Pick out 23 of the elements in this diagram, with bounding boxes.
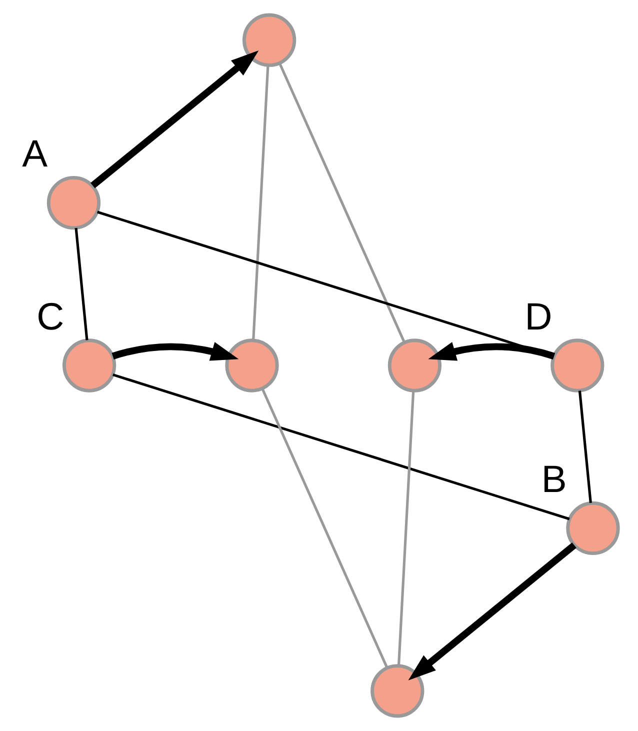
node-circle [550,338,604,392]
node-circle [370,664,424,718]
node-label: D [524,296,552,338]
connector [578,390,592,503]
node-circle [46,176,100,230]
connector [278,62,406,343]
arrow [111,342,238,361]
connector [74,228,88,340]
node-label: A [22,134,47,176]
connector [252,66,269,340]
node-circle [566,501,620,556]
arrow [90,50,258,188]
arrow [408,542,576,680]
node-label: B [540,459,566,502]
node-circle [242,13,296,67]
connector [396,390,414,666]
node-circle [224,338,278,392]
node-label: C [36,296,64,338]
node-circle [62,338,116,392]
node-circle [387,338,442,392]
arrow [428,342,555,361]
connector [112,373,570,520]
connector [260,388,388,668]
